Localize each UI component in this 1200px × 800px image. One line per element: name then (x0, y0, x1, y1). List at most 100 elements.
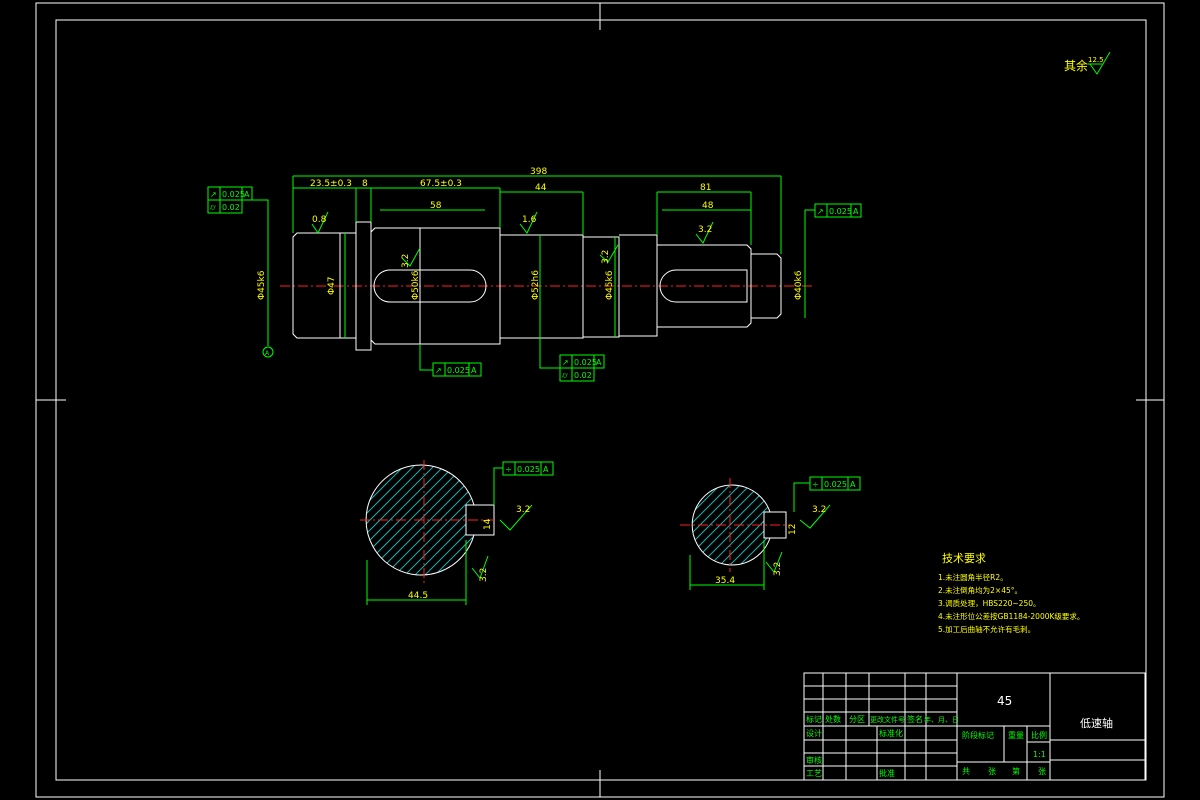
hatch-line (366, 465, 451, 575)
svg-text:0.025: 0.025 (574, 358, 597, 367)
svg-text:14: 14 (483, 518, 493, 530)
hatch-line (692, 485, 756, 565)
outer-border (35, 2, 1165, 798)
hatch-line (595, 480, 685, 570)
roughness-symbols: 0.8 3.2 1.6 3.2 3.2 (311, 211, 714, 268)
svg-text:÷: ÷ (505, 465, 512, 474)
svg-text:3.2: 3.2 (516, 505, 530, 515)
svg-text:÷: ÷ (812, 480, 819, 489)
svg-text:A: A (471, 366, 477, 375)
svg-text:58: 58 (430, 201, 442, 211)
svg-text:阶段标记: 阶段标记 (962, 730, 994, 740)
svg-text:8: 8 (362, 179, 368, 189)
svg-text:3.调质处理，HBS220~250。: 3.调质处理，HBS220~250。 (938, 598, 1040, 608)
inner-border (55, 19, 1147, 781)
hatch-line (419, 465, 474, 575)
svg-text:5.加工后曲轴不允许有毛刺。: 5.加工后曲轴不允许有毛刺。 (938, 624, 1035, 634)
hatch-line (692, 485, 726, 565)
svg-text:Φ50k6: Φ50k6 (411, 270, 421, 300)
svg-text:1.未注圆角半径R2。: 1.未注圆角半径R2。 (938, 572, 1008, 582)
svg-text:3.2: 3.2 (401, 254, 411, 268)
hatch-line (704, 485, 770, 565)
keyway-2 (659, 269, 748, 303)
svg-text:4.未注形位公差按GB1184-2000K级要求。: 4.未注形位公差按GB1184-2000K级要求。 (938, 611, 1084, 621)
svg-text:A: A (853, 207, 859, 216)
svg-text:A: A (244, 190, 250, 199)
svg-text:35.4: 35.4 (715, 576, 735, 586)
svg-text:Φ47: Φ47 (327, 276, 337, 295)
material: 45 (997, 694, 1012, 708)
svg-text:年、月、日: 年、月、日 (924, 715, 959, 724)
svg-text:0.025: 0.025 (447, 366, 470, 375)
svg-text:Φ45k6: Φ45k6 (257, 270, 267, 300)
hatch-line (366, 465, 421, 575)
hatch-line (692, 485, 736, 565)
svg-text:12: 12 (788, 524, 798, 535)
svg-text:↗: ↗ (562, 358, 569, 367)
svg-text:3.2: 3.2 (601, 250, 611, 264)
shaft-main-view (280, 221, 815, 351)
svg-text:工艺: 工艺 (806, 769, 822, 778)
svg-text:标记: 标记 (806, 714, 822, 724)
hatch-line (480, 460, 600, 580)
svg-text:重量: 重量 (1008, 730, 1024, 740)
tolerance-frame-mid-small: ↗ 0.025 A (419, 344, 482, 377)
svg-text:0.025: 0.025 (517, 465, 540, 474)
hatch-line (366, 465, 371, 575)
tolerance-frame-mid: ↗ 0.025 A ⌭ 0.02 (539, 338, 605, 382)
svg-text:标准化: 标准化 (879, 728, 903, 738)
svg-text:3.2: 3.2 (812, 505, 826, 515)
svg-text:批准: 批准 (879, 768, 895, 778)
keyway-1 (373, 269, 487, 303)
svg-text:1.6: 1.6 (522, 215, 537, 225)
svg-text:张: 张 (1038, 767, 1046, 776)
section-view-1: 44.5 14 3.2 3.2 ÷ 0.025 A (240, 460, 610, 605)
svg-text:↗: ↗ (210, 190, 217, 199)
hatch-line (490, 460, 610, 580)
svg-text:44.5: 44.5 (408, 591, 428, 601)
technical-requirements: 技术要求 1.未注圆角半径R2。 2.未注倒角均为2×45°。 3.调质处理，H… (938, 552, 1084, 634)
svg-text:48: 48 (702, 201, 714, 211)
hatch-line (785, 480, 875, 570)
tolerance-frame-right: ↗ 0.025 A (804, 203, 862, 254)
svg-text:第: 第 (1012, 766, 1020, 776)
general-roughness-note: 其余 12.5 (1064, 51, 1111, 75)
svg-text:审核: 审核 (806, 755, 822, 765)
hatch-line (240, 460, 360, 580)
svg-text:⌭: ⌭ (562, 371, 568, 380)
svg-text:A: A (543, 465, 549, 474)
svg-text:比例: 比例 (1031, 730, 1047, 740)
tolerance-frame-left: ↗ 0.025 A ⌭ 0.02 (207, 186, 269, 233)
svg-text:其余: 其余 (1064, 58, 1088, 73)
hatch-line (692, 485, 706, 565)
hatch-line (366, 465, 391, 575)
svg-text:398: 398 (530, 167, 547, 177)
svg-text:⌭: ⌭ (210, 203, 216, 212)
hatch-line (724, 485, 770, 565)
svg-text:A: A (265, 350, 270, 357)
svg-text:↗: ↗ (817, 207, 824, 216)
svg-text:↗: ↗ (435, 366, 442, 375)
svg-text:0.8: 0.8 (312, 215, 327, 225)
svg-text:分区: 分区 (849, 715, 865, 724)
svg-text:Φ40k6: Φ40k6 (794, 270, 804, 300)
svg-text:共: 共 (962, 767, 970, 776)
svg-text:签名: 签名 (907, 714, 923, 724)
datum-a: A (262, 338, 274, 358)
svg-text:0.025: 0.025 (222, 190, 245, 199)
svg-text:2.未注倒角均为2×45°。: 2.未注倒角均为2×45°。 (938, 585, 1022, 595)
svg-text:3.2: 3.2 (773, 562, 783, 576)
svg-text:0.02: 0.02 (574, 371, 592, 380)
svg-text:0.02: 0.02 (222, 203, 240, 212)
svg-text:81: 81 (700, 183, 711, 193)
hatch-line (734, 485, 770, 565)
svg-text:张: 张 (988, 767, 996, 776)
svg-text:23.5±0.3: 23.5±0.3 (310, 179, 352, 189)
svg-text:处数: 处数 (825, 714, 841, 724)
svg-text:Φ45k6: Φ45k6 (605, 270, 615, 300)
svg-text:3.2: 3.2 (698, 225, 712, 235)
hatch-line (429, 465, 474, 575)
title-block: 标记 处数 分区 更改文件号 签名 年、月、日 设计 标准化 审核 工艺 批准 … (803, 672, 1146, 781)
svg-text:0.025: 0.025 (829, 207, 852, 216)
